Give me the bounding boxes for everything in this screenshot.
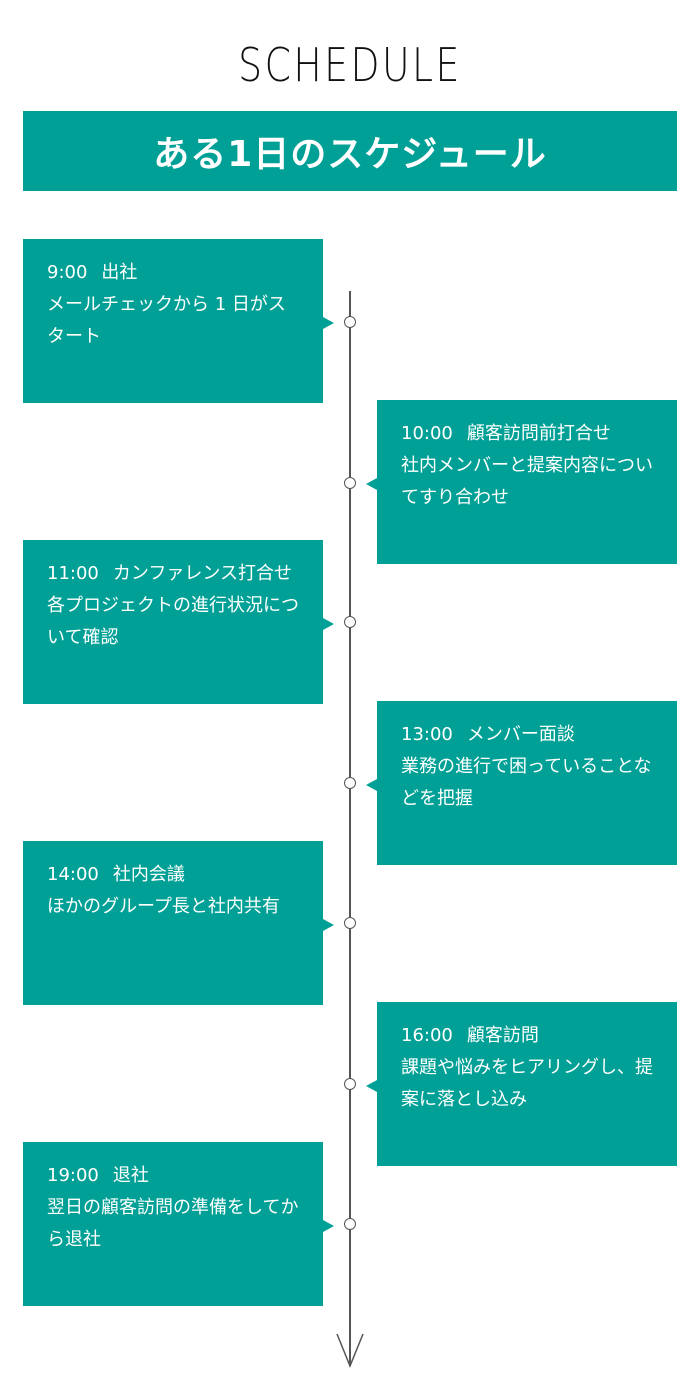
schedule-item-header: 9:00 出社	[47, 257, 299, 289]
schedule-time: 19:00	[47, 1165, 99, 1186]
pointer-icon	[323, 317, 334, 329]
schedule-item: 10:00 顧客訪問前打合せ 社内メンバーと提案内容についてすり合わせ	[366, 400, 677, 564]
schedule-description: 各プロジェクトの進行状況について確認	[47, 595, 299, 648]
schedule-time: 13:00	[401, 724, 453, 745]
schedule-time: 16:00	[401, 1025, 453, 1046]
schedule-title: 顧客訪問前打合せ	[466, 423, 611, 444]
schedule-banner: ある1日のスケジュール	[23, 111, 677, 191]
page-heading: SCHEDULE	[238, 38, 462, 92]
schedule-title: 顧客訪問	[466, 1025, 539, 1046]
schedule-time: 14:00	[47, 864, 99, 885]
schedule-item: 14:00 社内会議 ほかのグループ長と社内共有	[23, 841, 334, 1005]
pointer-icon	[323, 919, 334, 931]
schedule-time: 10:00	[401, 423, 453, 444]
pointer-icon	[323, 1220, 334, 1232]
schedule-item-header: 11:00 カンファレンス打合せ	[47, 558, 299, 590]
timeline-dot	[344, 616, 356, 628]
schedule-time: 9:00	[47, 262, 88, 283]
schedule-description: 課題や悩みをヒアリングし、提案に落とし込み	[401, 1057, 653, 1110]
schedule-title: 社内会議	[112, 864, 185, 885]
pointer-icon	[366, 1080, 377, 1092]
schedule-description: ほかのグループ長と社内共有	[47, 896, 280, 917]
schedule-time: 11:00	[47, 563, 99, 584]
timeline-dot	[344, 1218, 356, 1230]
schedule-title: カンファレンス打合せ	[112, 563, 292, 584]
timeline-line	[349, 291, 351, 1366]
schedule-item-header: 14:00 社内会議	[47, 859, 299, 891]
pointer-icon	[366, 779, 377, 791]
schedule-item: 16:00 顧客訪問 課題や悩みをヒアリングし、提案に落とし込み	[366, 1002, 677, 1166]
timeline-dot	[344, 777, 356, 789]
schedule-item: 9:00 出社 メールチェックから 1 日がスタート	[23, 239, 334, 403]
timeline-dot	[344, 917, 356, 929]
pointer-icon	[323, 618, 334, 630]
schedule-item: 19:00 退社 翌日の顧客訪問の準備をしてから退社	[23, 1142, 334, 1306]
schedule-item-header: 19:00 退社	[47, 1160, 299, 1192]
schedule-description: 業務の進行で困っていることなどを把握	[401, 756, 652, 809]
pointer-icon	[366, 478, 377, 490]
schedule-item-header: 16:00 顧客訪問	[401, 1020, 653, 1052]
schedule-item: 13:00 メンバー面談 業務の進行で困っていることなどを把握	[366, 701, 677, 865]
schedule-item: 11:00 カンファレンス打合せ 各プロジェクトの進行状況について確認	[23, 540, 334, 704]
timeline-dot	[344, 1078, 356, 1090]
schedule-description: メールチェックから 1 日がスタート	[47, 294, 286, 347]
timeline-dot	[344, 316, 356, 328]
timeline-dot	[344, 477, 356, 489]
schedule-item-header: 10:00 顧客訪問前打合せ	[401, 418, 653, 450]
schedule-title: 退社	[112, 1165, 149, 1186]
schedule-description: 社内メンバーと提案内容についてすり合わせ	[401, 455, 653, 508]
schedule-item-header: 13:00 メンバー面談	[401, 719, 653, 751]
schedule-description: 翌日の顧客訪問の準備をしてから退社	[47, 1197, 299, 1250]
timeline-arrow-icon	[336, 1333, 364, 1368]
schedule-title: メンバー面談	[466, 724, 575, 745]
schedule-title: 出社	[101, 262, 138, 283]
